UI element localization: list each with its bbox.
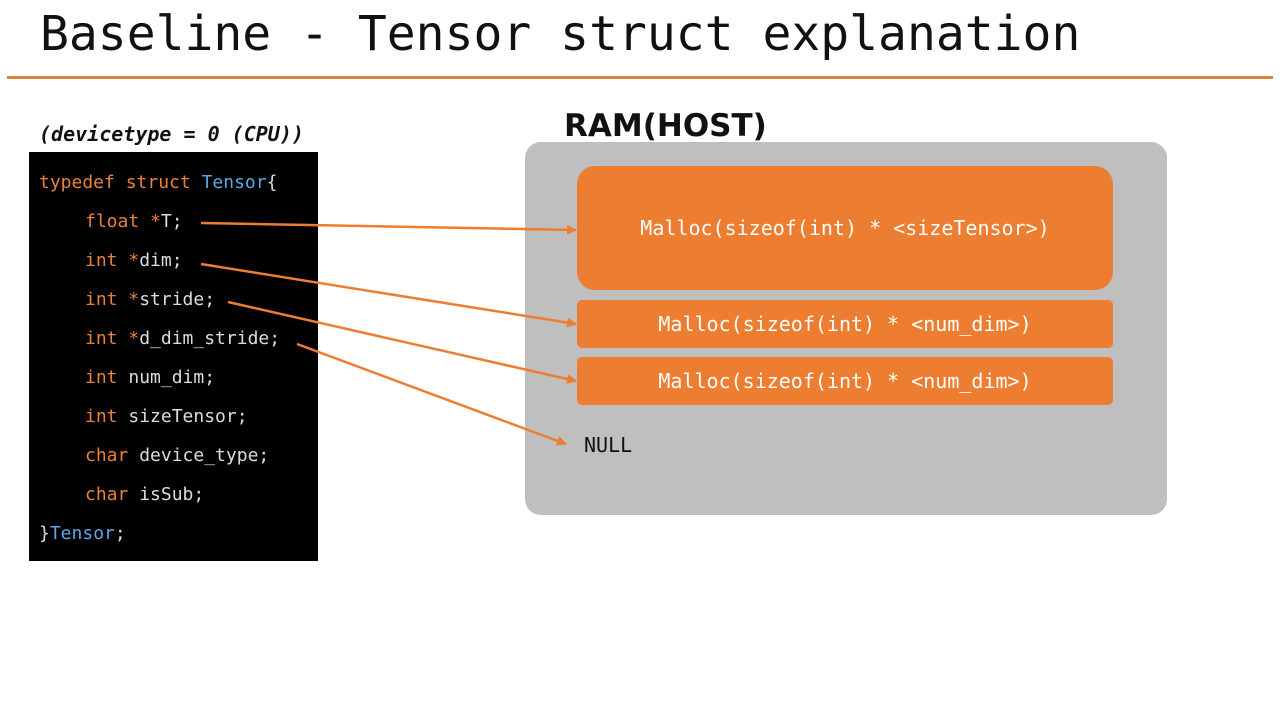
null-label: NULL <box>584 433 633 457</box>
code-field-size-tensor: int sizeTensor; <box>39 406 248 428</box>
code-field-num-dim: int num_dim; <box>39 367 215 389</box>
arrow-d-dim-stride-to-null <box>296 342 567 446</box>
code-line-typedef: typedef struct Tensor{ <box>39 172 277 194</box>
field-name: d_dim_stride; <box>139 328 281 349</box>
field-name: num_dim; <box>117 367 216 388</box>
arrow-t-to-tensor-block <box>200 221 577 235</box>
code-field-is-sub: char isSub; <box>39 484 204 506</box>
field-name: T; <box>160 211 183 232</box>
malloc-block-size-tensor: Malloc(sizeof(int) * <sizeTensor>) <box>577 166 1113 290</box>
malloc-block-num-dim: Malloc(sizeof(int) * <num_dim>) <box>577 357 1113 405</box>
code-semicolon: ; <box>114 523 126 544</box>
field-name: isSub; <box>128 484 205 505</box>
ram-title: RAM(HOST) <box>564 108 767 144</box>
arrow-stride-to-block <box>227 300 577 384</box>
slide-title: Baseline - Tensor struct explanation <box>40 6 1081 62</box>
field-name: dim; <box>139 250 183 271</box>
field-name: sizeTensor; <box>117 406 248 427</box>
arrow-dim-to-block <box>200 262 577 328</box>
field-type: int <box>85 367 118 388</box>
field-type: int <box>85 250 118 271</box>
code-field-device-type: char device_type; <box>39 445 269 467</box>
code-field-t: float *T; <box>39 211 183 233</box>
device-type-note: (devicetype = 0 (CPU)) <box>39 122 304 146</box>
code-type-name: Tensor <box>201 172 267 193</box>
code-keyword: typedef struct <box>39 172 191 193</box>
code-field-dim: int *dim; <box>39 250 183 272</box>
field-type: int <box>85 289 118 310</box>
field-type: char <box>85 484 129 505</box>
field-name: device_type; <box>128 445 270 466</box>
field-pointer: * <box>117 289 140 310</box>
code-type-name: Tensor <box>49 523 115 544</box>
field-type: int <box>85 328 118 349</box>
code-field-stride: int *stride; <box>39 289 215 311</box>
code-close-brace: } <box>39 523 50 544</box>
malloc-block-num-dim: Malloc(sizeof(int) * <num_dim>) <box>577 300 1113 348</box>
field-pointer: * <box>139 211 161 232</box>
field-type: char <box>85 445 129 466</box>
code-field-d-dim-stride: int *d_dim_stride; <box>39 328 280 350</box>
field-type: float <box>85 211 140 232</box>
code-open-brace: { <box>266 172 278 193</box>
field-type: int <box>85 406 118 427</box>
field-pointer: * <box>117 328 140 349</box>
field-name: stride; <box>139 289 216 310</box>
title-divider <box>7 76 1273 79</box>
field-pointer: * <box>117 250 140 271</box>
code-line-close: }Tensor; <box>39 523 126 545</box>
code-block: typedef struct Tensor{ float *T; int *di… <box>29 152 318 561</box>
